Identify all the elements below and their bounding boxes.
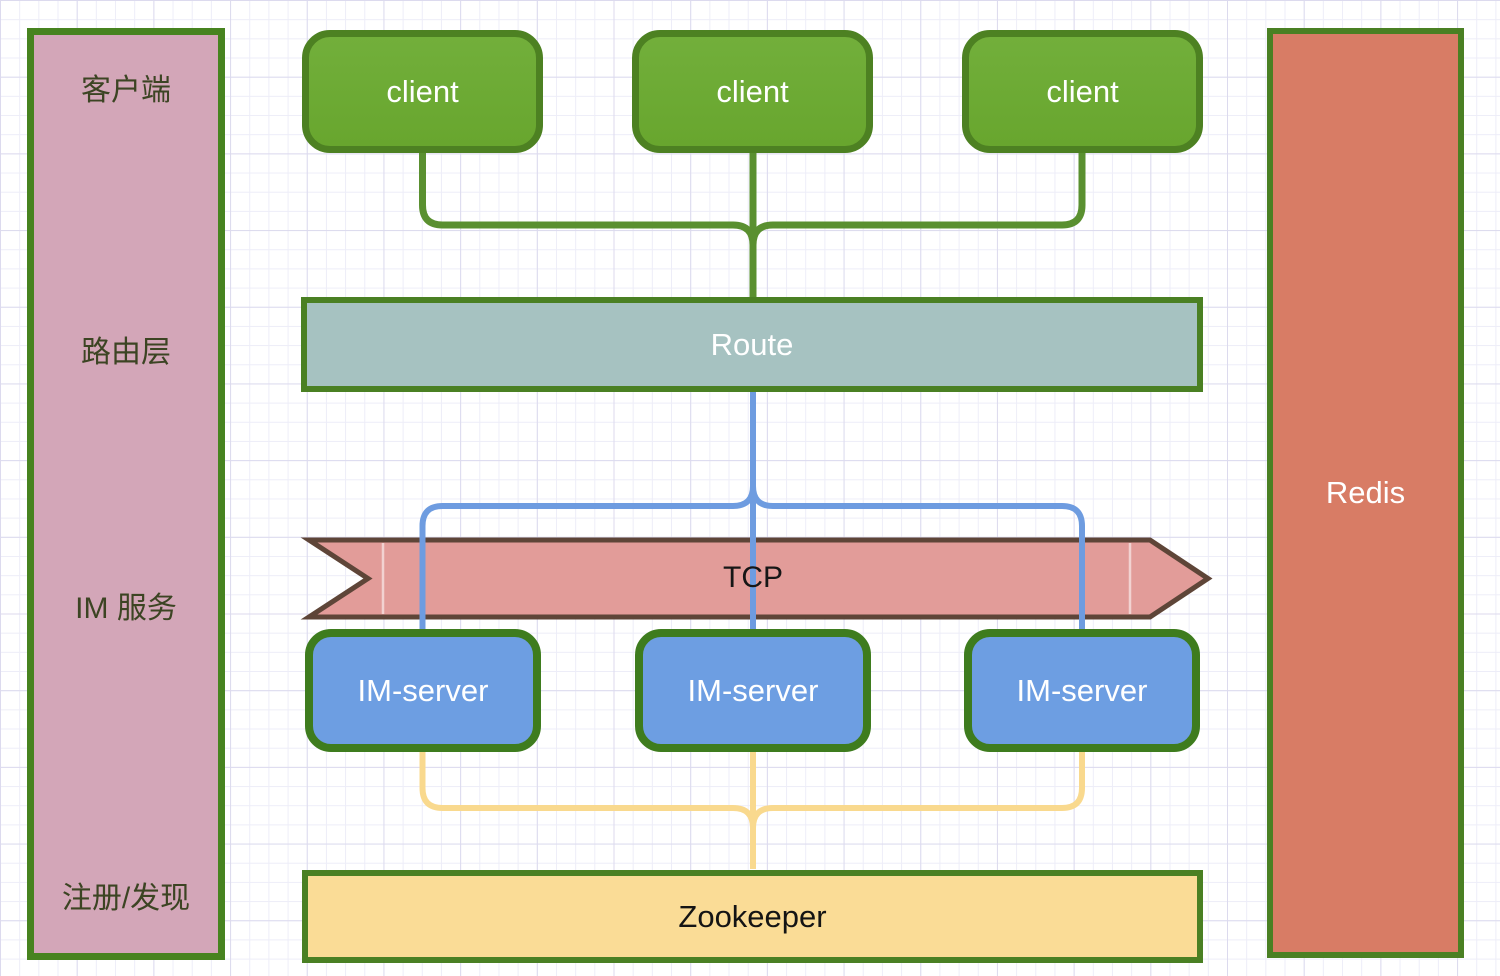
im-server-node-1: IM-server bbox=[305, 629, 541, 752]
edge-imserver3-zookeeper bbox=[750, 751, 1085, 869]
lane-label-register-discover: 注册/发现 bbox=[61, 882, 191, 915]
edge-client3-route bbox=[749, 152, 1086, 298]
tcp-arrow-label: TCP bbox=[723, 561, 783, 594]
zookeeper-node: Zookeeper bbox=[302, 870, 1203, 963]
route-node: Route bbox=[301, 297, 1203, 392]
client-node-2: client bbox=[632, 30, 873, 153]
lane-label-im-service: IM 服务 bbox=[75, 592, 177, 625]
edge-imserver1-zookeeper bbox=[419, 751, 756, 869]
client-node-1: client bbox=[302, 30, 543, 153]
im-server-node-3: IM-server bbox=[964, 629, 1200, 752]
im-server-node-2: IM-server bbox=[635, 629, 871, 752]
edge-client1-route bbox=[419, 152, 757, 298]
redis-node: Redis bbox=[1267, 28, 1464, 958]
swimlane-legend: 客户端 路由层 IM 服务 注册/发现 bbox=[27, 28, 225, 960]
client-node-3: client bbox=[962, 30, 1203, 153]
lane-label-route-layer: 路由层 bbox=[81, 336, 171, 369]
lane-label-clients: 客户端 bbox=[81, 74, 171, 107]
